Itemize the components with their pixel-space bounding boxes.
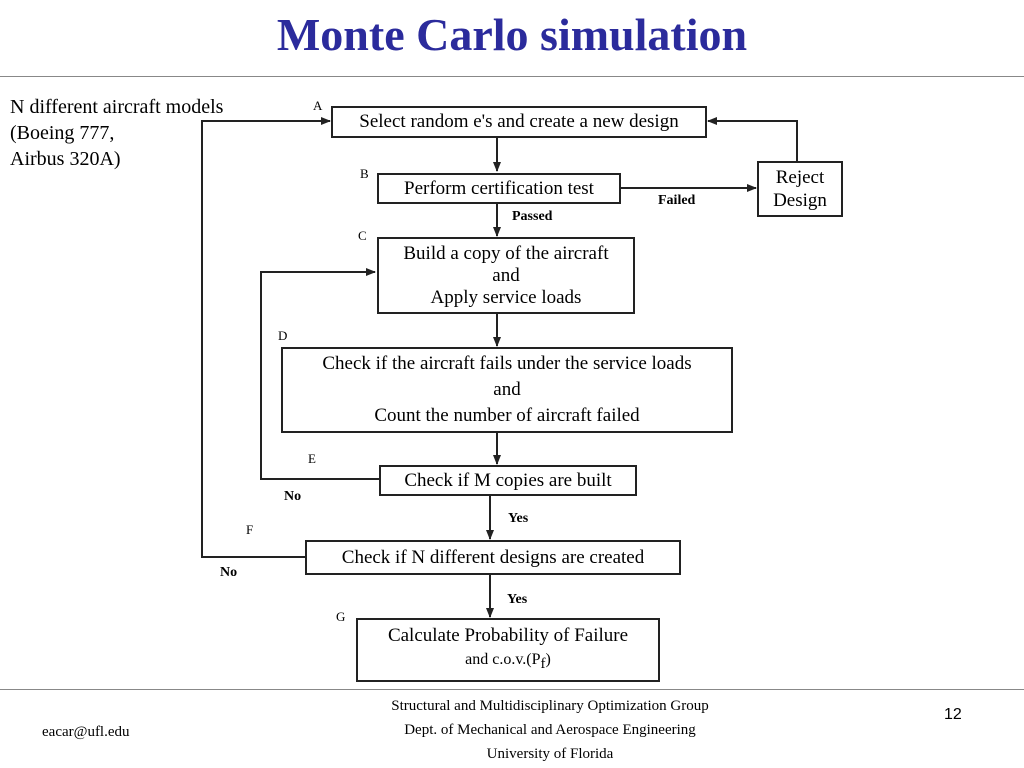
- step-d-line-2: and: [493, 379, 521, 400]
- step-letter-g: G: [336, 609, 346, 624]
- step-a-text: Select random e's and create a new desig…: [359, 111, 679, 132]
- step-box-a: Select random e's and create a new desig…: [331, 106, 707, 138]
- step-box-c: Build a copy of the aircraft and Apply s…: [377, 237, 635, 314]
- edge-label-passed: Passed: [512, 209, 553, 224]
- cov-subscript: f: [540, 656, 546, 672]
- step-box-b: Perform certification test: [377, 173, 621, 204]
- step-box-d: Check if the aircraft fails under the se…: [281, 347, 733, 433]
- step-d-line-3: Count the number of aircraft failed: [374, 405, 640, 426]
- step-c-line-3: Apply service loads: [430, 286, 582, 308]
- reject-design-box: Reject Design: [757, 161, 843, 217]
- footer-line-2: Dept. of Mechanical and Aerospace Engine…: [404, 722, 696, 738]
- footer-divider: [0, 689, 1024, 690]
- step-b-text: Perform certification test: [404, 177, 594, 199]
- step-box-g: Calculate Probability of Failure and c.o…: [356, 618, 660, 682]
- edge-label-failed: Failed: [658, 193, 696, 208]
- reject-line-1: Reject: [775, 167, 825, 188]
- step-letter-a: A: [313, 98, 323, 113]
- step-c-line-2: and: [492, 264, 520, 286]
- reject-line-2: Design: [773, 190, 827, 211]
- step-f-text: Check if N different designs are created: [341, 546, 645, 568]
- step-letter-b: B: [360, 166, 369, 181]
- step-letter-f: F: [246, 522, 254, 537]
- step-g-line-2: and c.o.v.(Pf): [358, 648, 658, 676]
- page-number: 12: [944, 706, 962, 723]
- edge-reject-to-a: [707, 117, 798, 161]
- step-box-f: Check if N different designs are created: [305, 540, 681, 575]
- step-box-e: Check if M copies are built: [379, 465, 637, 496]
- footer-line-1: Structural and Multidisciplinary Optimiz…: [391, 698, 709, 714]
- footer-affiliation: Structural and Multidisciplinary Optimiz…: [300, 694, 800, 766]
- models-note-line-3: Airbus 320A): [10, 148, 121, 170]
- models-note-line-1: N different aircraft models: [10, 96, 224, 118]
- edge-label-f-yes: Yes: [507, 592, 528, 607]
- step-letter-e: E: [308, 451, 316, 466]
- edge-label-f-no: No: [220, 565, 238, 580]
- edge-f-no-to-a: [201, 117, 331, 558]
- step-letter-c: C: [358, 228, 367, 243]
- step-e-text: Check if M copies are built: [404, 469, 612, 491]
- edge-label-e-no: No: [284, 489, 302, 504]
- footer-email: eacar@ufl.edu: [42, 724, 130, 740]
- step-d-line-1: Check if the aircraft fails under the se…: [322, 353, 692, 374]
- slide-title: Monte Carlo simulation: [276, 9, 748, 60]
- step-c-line-1: Build a copy of the aircraft: [403, 242, 609, 264]
- models-note-line-2: (Boeing 777,: [10, 122, 115, 144]
- step-letter-d: D: [278, 328, 288, 343]
- edge-label-e-yes: Yes: [508, 511, 529, 526]
- footer-line-3: University of Florida: [486, 746, 614, 762]
- step-g-line-1: Calculate Probability of Failure: [387, 625, 629, 646]
- models-note: N different aircraft models (Boeing 777,…: [10, 94, 223, 172]
- edge-e-no-to-c: [260, 268, 379, 480]
- cov-suffix: ): [545, 651, 551, 668]
- cov-prefix: and c.o.v.(P: [465, 651, 541, 668]
- title-divider: [0, 76, 1024, 77]
